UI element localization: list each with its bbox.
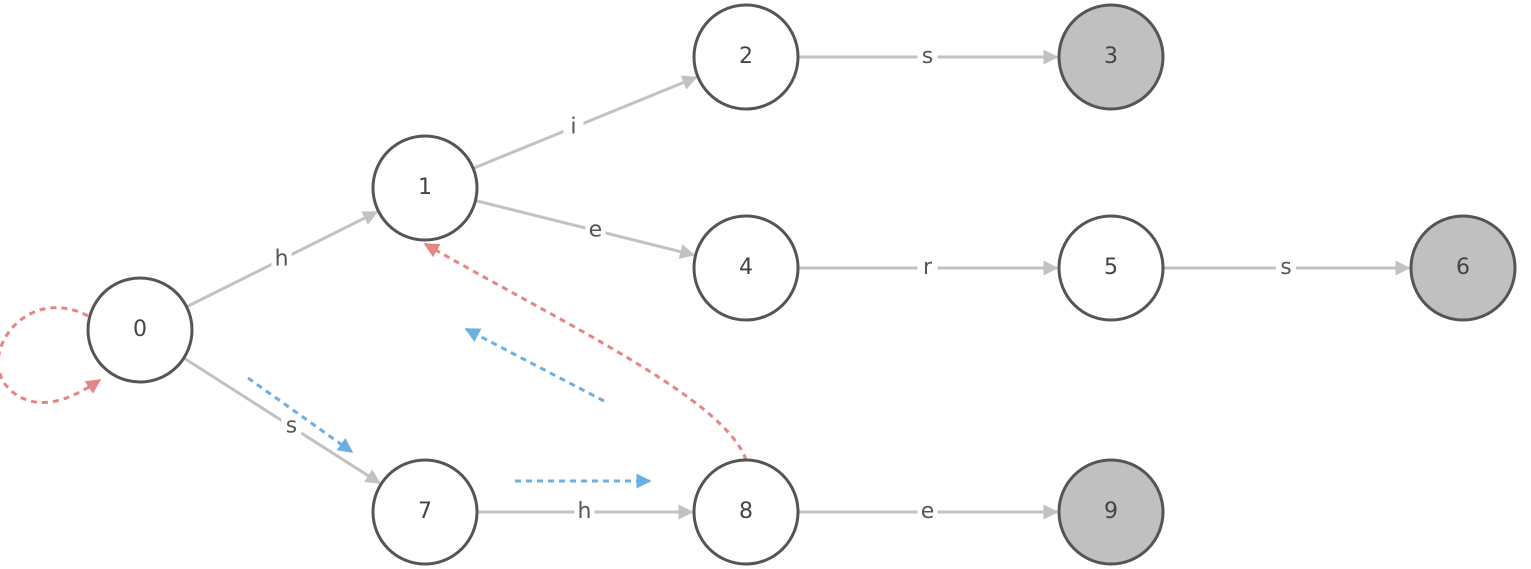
- node-label: 7: [418, 499, 432, 524]
- node-3: 3: [1057, 3, 1165, 111]
- state-circle: [1057, 214, 1165, 322]
- nodes-layer: 0 1 2 3 4 5 6 7 8 9: [86, 3, 1517, 566]
- edge-label: e: [921, 499, 935, 524]
- edge-2-3: s: [798, 44, 1059, 70]
- node-0: 0: [86, 276, 194, 384]
- node-7: 7: [371, 458, 479, 566]
- node-2: 2: [692, 3, 800, 111]
- edge-label: i: [570, 114, 576, 139]
- edge-label-background: [917, 255, 938, 281]
- edge-8-9: e: [798, 499, 1059, 525]
- node-1: 1: [371, 134, 479, 242]
- node-label: 1: [418, 175, 432, 200]
- edge-label-background: [585, 217, 606, 244]
- node-label: 9: [1104, 499, 1118, 524]
- node-label: 8: [739, 499, 753, 524]
- edge-1-2: i: [472, 75, 698, 170]
- edge-1-4: e: [475, 199, 696, 259]
- accepting-state-circle: [1409, 214, 1517, 322]
- traversal-arrows-layer: [247, 327, 652, 489]
- node-5: 5: [1057, 214, 1165, 322]
- edge-line: [475, 199, 696, 259]
- node-label: 5: [1104, 255, 1118, 280]
- state-circle: [86, 276, 194, 384]
- edge-label: s: [1280, 255, 1291, 280]
- failure-link-8-1: [423, 242, 748, 461]
- edge-label-background: [917, 44, 938, 70]
- edge-line: [472, 75, 698, 170]
- failure-links-layer: [0, 242, 748, 461]
- node-label: 4: [739, 255, 753, 280]
- accepting-state-circle: [1057, 3, 1165, 111]
- edge-label-background: [563, 114, 584, 141]
- state-circle: [692, 214, 800, 322]
- edge-label: h: [578, 499, 592, 524]
- node-8: 8: [692, 458, 800, 566]
- edge-label-background: [1276, 255, 1296, 281]
- edges-layer: h i s e r s s h e: [183, 44, 1411, 525]
- node-9: 9: [1057, 458, 1165, 566]
- edge-label-background: [281, 413, 302, 440]
- state-circle: [692, 458, 800, 566]
- edge-0-1: h: [185, 210, 379, 309]
- node-6: 6: [1409, 214, 1517, 322]
- failure-link-0-0: [0, 306, 102, 404]
- edge-4-5: r: [798, 255, 1059, 281]
- edge-label: e: [589, 217, 603, 242]
- edge-7-8: h: [477, 499, 694, 525]
- edge-0-7: s: [183, 356, 381, 485]
- state-circle: [371, 458, 479, 566]
- edge-5-6: s: [1163, 255, 1411, 281]
- edge-label-background: [917, 499, 938, 525]
- node-label: 3: [1104, 44, 1118, 69]
- node-label: 6: [1456, 255, 1470, 280]
- node-label: 2: [739, 44, 753, 69]
- accepting-state-circle: [1057, 458, 1165, 566]
- node-4: 4: [692, 214, 800, 322]
- edge-label-background: [271, 246, 292, 273]
- state-circle: [371, 134, 479, 242]
- node-label: 0: [133, 317, 147, 342]
- edge-label: r: [923, 255, 933, 280]
- edge-label: s: [922, 44, 933, 69]
- edge-label: s: [286, 414, 297, 439]
- edge-label-background: [574, 499, 595, 525]
- traversal-arrow: [464, 327, 605, 403]
- state-circle: [692, 3, 800, 111]
- edge-label: h: [275, 246, 289, 271]
